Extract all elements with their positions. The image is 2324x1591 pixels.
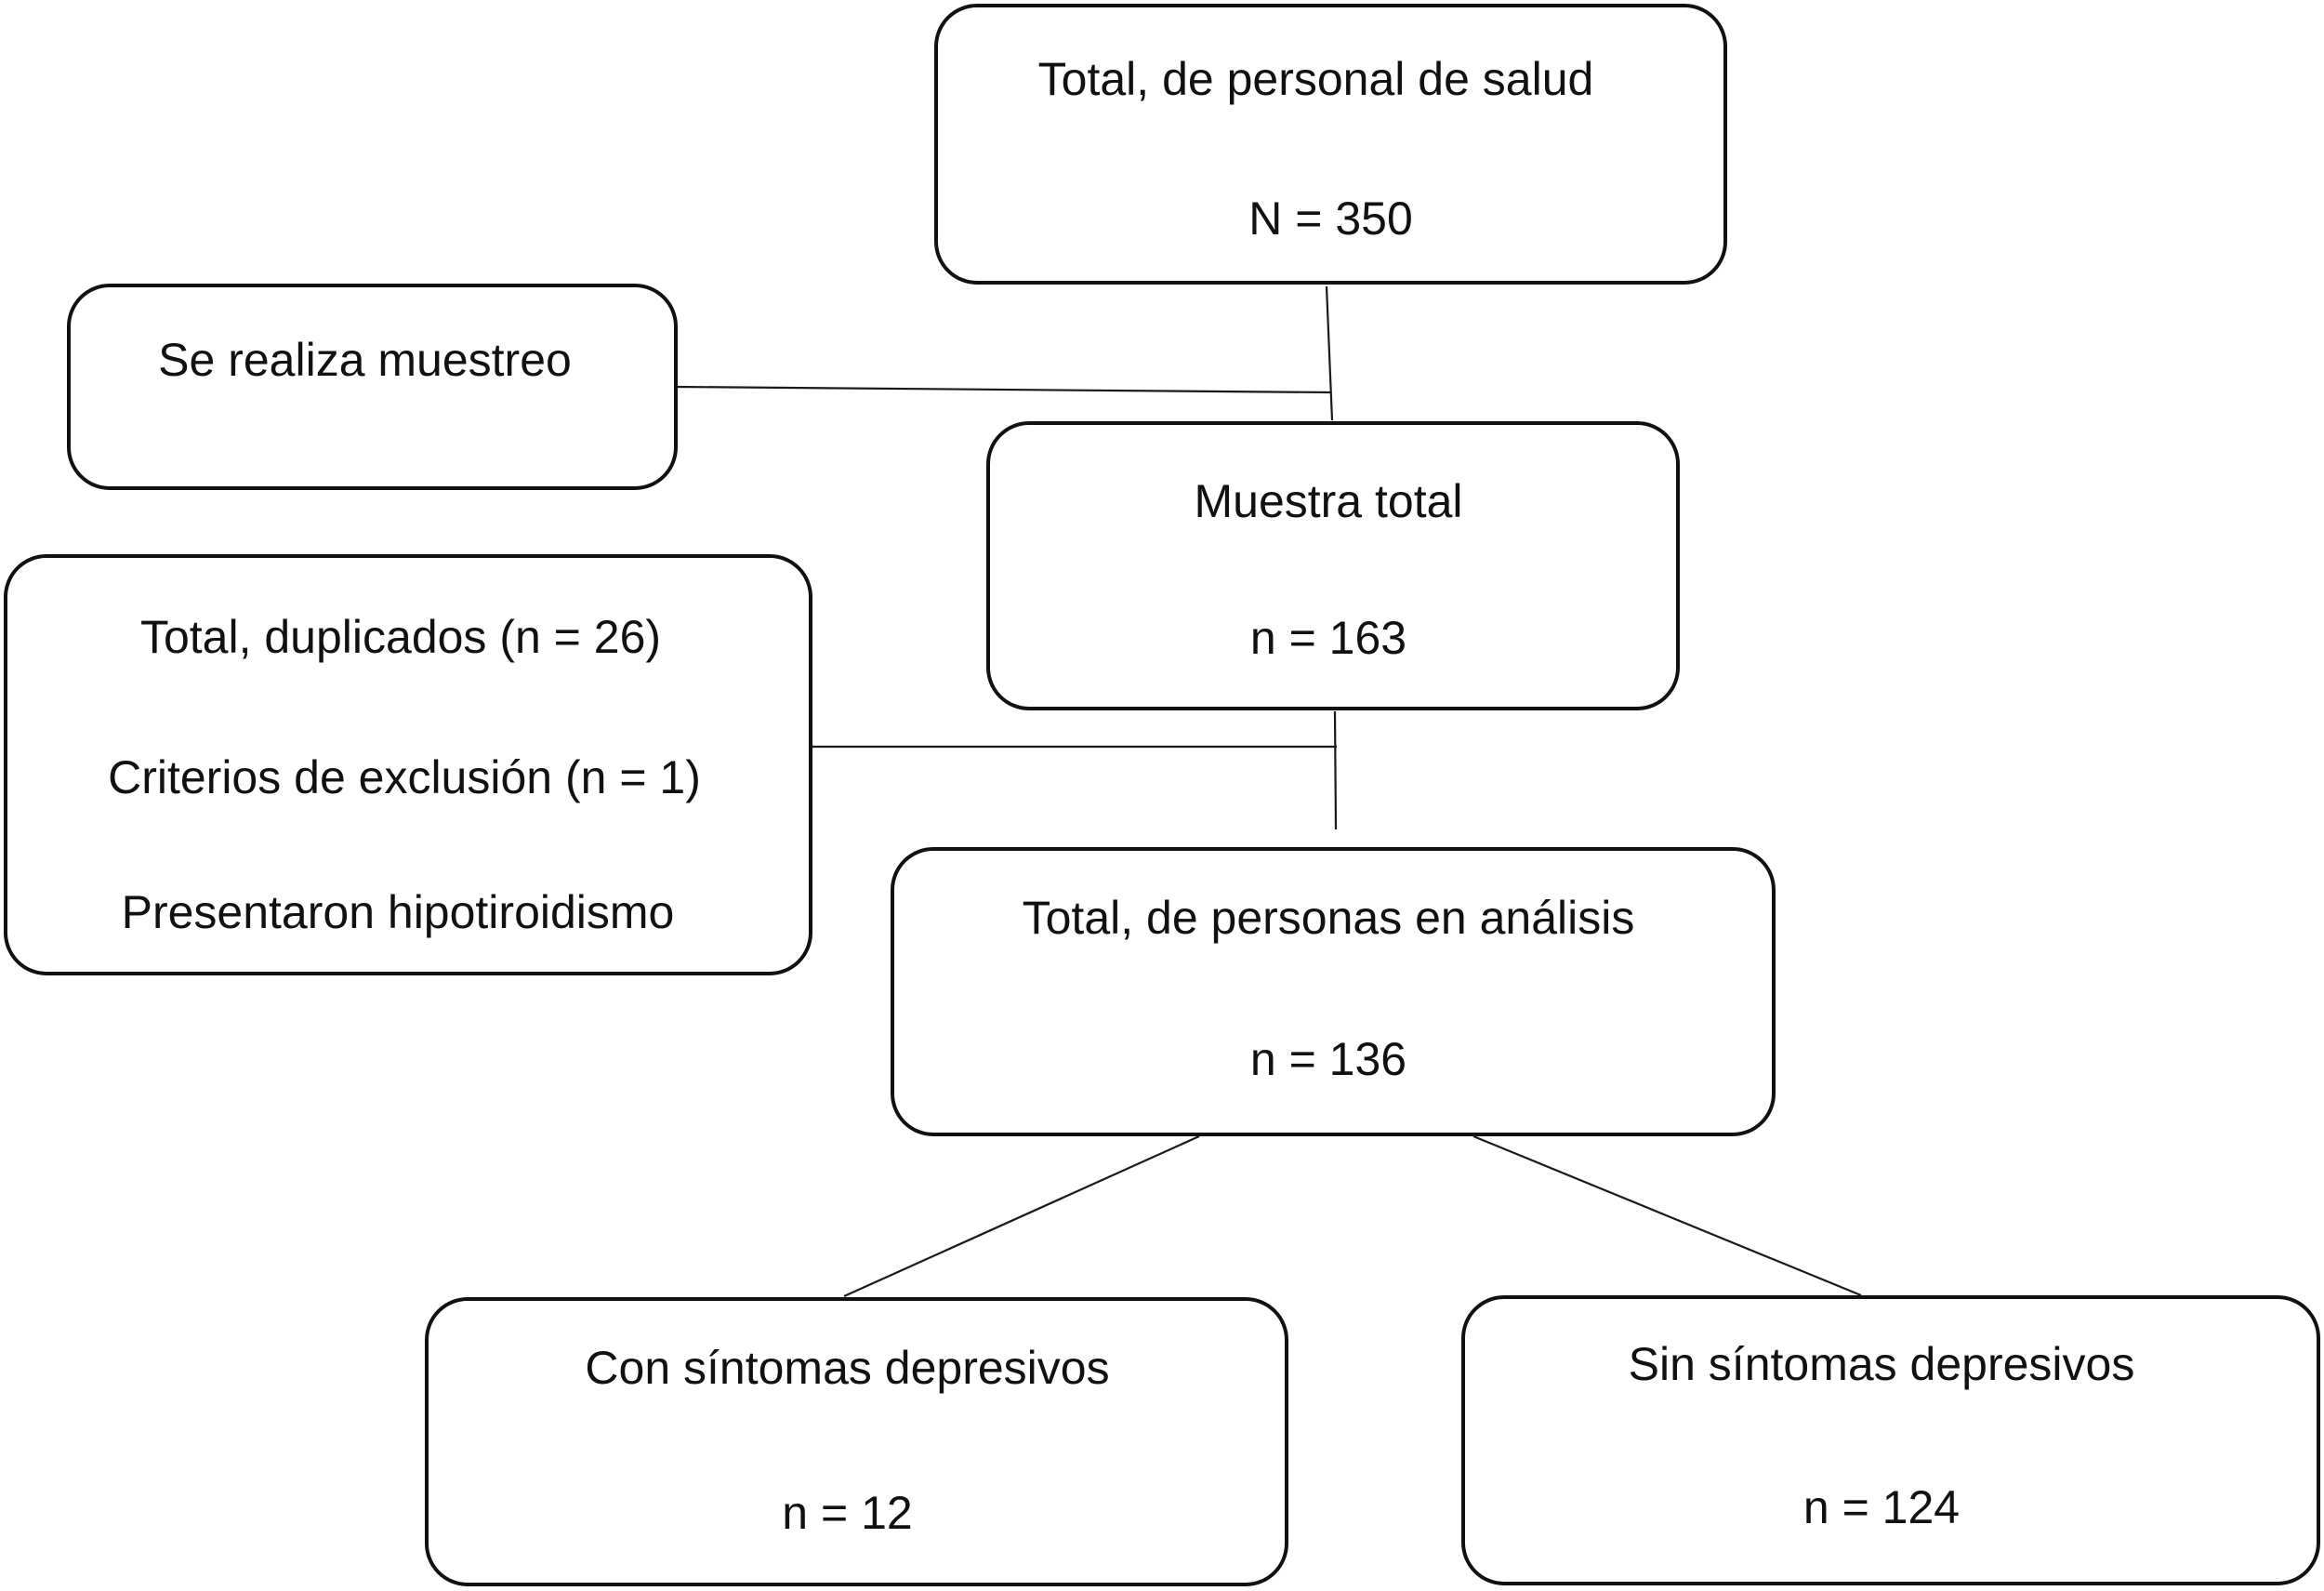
node-exclusiones: Total, duplicados (n = 26) Criterios de … — [4, 554, 812, 975]
connector-muestreo-branch — [677, 385, 1331, 394]
node-exclusiones-line1: Total, duplicados (n = 26) — [139, 611, 662, 663]
node-total-personal: Total, de personal de salud N = 350 — [934, 4, 1727, 285]
node-muestra-total: Muestra total n = 163 — [986, 421, 1680, 710]
node-muestra-total-title: Muestra total — [1194, 475, 1463, 527]
node-exclusiones-line3: Presentaron hipotiroidismo — [121, 886, 675, 938]
node-muestreo: Se realiza muestreo — [67, 284, 678, 490]
node-analisis-title: Total, de personas en análisis — [1022, 892, 1635, 944]
connector-analisis-to-con-sintomas — [843, 1134, 1200, 1298]
node-exclusiones-line2: Criterios de exclusión (n = 1) — [108, 751, 701, 803]
node-total-personal-count: N = 350 — [1248, 192, 1413, 245]
node-muestra-total-count: n = 163 — [1249, 612, 1407, 664]
node-sin-sintomas-title: Sin síntomas depresivos — [1628, 1338, 2135, 1390]
node-analisis: Total, de personas en análisis n = 136 — [891, 847, 1776, 1136]
node-con-sintomas-count: n = 12 — [782, 1487, 913, 1539]
connector-muestra-to-analisis — [1333, 710, 1338, 830]
connector-total-to-muestra — [1325, 285, 1334, 421]
node-con-sintomas: Con síntomas depresivos n = 12 — [425, 1297, 1288, 1586]
node-sin-sintomas-count: n = 124 — [1802, 1481, 1961, 1533]
node-sin-sintomas: Sin síntomas depresivos n = 124 — [1461, 1295, 2320, 1585]
node-muestreo-title: Se realiza muestreo — [158, 334, 572, 386]
node-analisis-count: n = 136 — [1249, 1033, 1407, 1085]
node-con-sintomas-title: Con síntomas depresivos — [585, 1342, 1110, 1394]
node-total-personal-title: Total, de personal de salud — [1037, 53, 1594, 105]
connector-analisis-to-sin-sintomas — [1472, 1134, 1862, 1297]
